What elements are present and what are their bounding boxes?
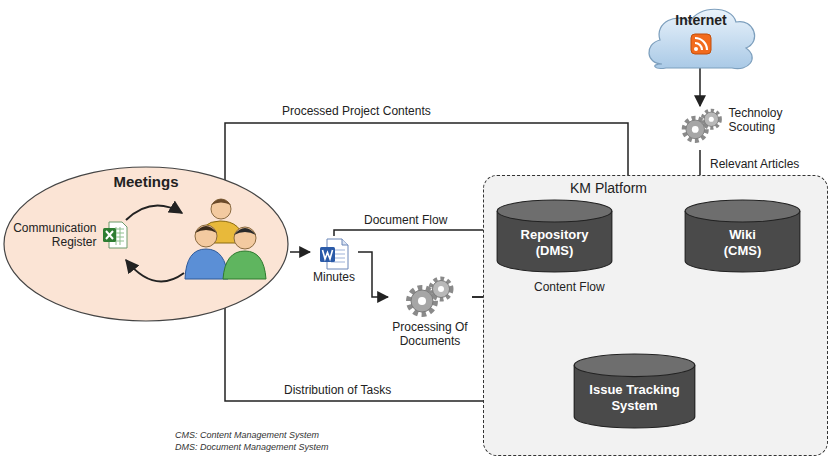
- drawing-part: [691, 34, 711, 54]
- drawing-part: [223, 251, 266, 279]
- drawing-part: [195, 225, 217, 247]
- platform-frame: KM PlatformRepository (DMS) Wiki (CMS) Iss…: [483, 175, 828, 456]
- icon-node: Communication Register: [6, 218, 128, 252]
- edge-label: Content Flow: [532, 280, 607, 294]
- node-label: Processing Of Documents: [388, 320, 472, 349]
- node-label: Issue Tracking System: [583, 382, 687, 413]
- drawing-part: [211, 199, 231, 205]
- drawing-part: [431, 279, 451, 299]
- drawing-part: [574, 354, 695, 377]
- icon-node: Technoloy Scouting: [678, 106, 800, 150]
- drawing-part: [708, 117, 713, 122]
- connector-line: [699, 68, 701, 106]
- drawing-part: [234, 228, 256, 235]
- drawing-part: [185, 249, 228, 279]
- icon-node: Processing Of Documents: [388, 274, 472, 354]
- flow-connector: [700, 68, 701, 106]
- drawing-part: [211, 199, 231, 219]
- drawing-part: [323, 250, 333, 259]
- drawing-part: [649, 9, 755, 68]
- drawing-part: [695, 43, 702, 50]
- drawing-part: [433, 281, 450, 298]
- drawing-part: [103, 228, 116, 242]
- node-label: Meetings: [113, 173, 178, 191]
- node-label: KM Platform: [570, 180, 647, 197]
- database-cylinder: Repository (DMS): [496, 199, 613, 273]
- drawing-part: [185, 199, 266, 279]
- node-label: Communication Register: [7, 221, 97, 250]
- node-label: Wiki (CMS): [712, 227, 774, 258]
- footnote: DMS: Document Management System: [175, 442, 329, 452]
- edge-label: Relevant Articles: [708, 157, 801, 171]
- drawing-part: [704, 112, 718, 126]
- footnote: CMS: Content Management System: [175, 430, 319, 440]
- drawing-part: [702, 111, 719, 128]
- connector-line: [358, 252, 388, 297]
- database-cylinder: Issue Tracking System: [573, 353, 696, 429]
- connector-line: [334, 230, 496, 236]
- node-label: Repository (DMS): [512, 227, 598, 258]
- drawing-part: [695, 38, 707, 50]
- drawing-part: [4, 167, 288, 321]
- edge-label: Distribution of Tasks: [282, 383, 393, 397]
- excel-icon: [102, 221, 128, 249]
- drawing-part: [691, 126, 698, 133]
- drawing-part: [126, 205, 182, 220]
- internet-cloud: Internet: [640, 2, 762, 72]
- node-label: Minutes: [313, 270, 355, 284]
- drawing-part: [497, 200, 612, 222]
- meeting-ellipse: MeetingsCommunication Register: [2, 165, 290, 323]
- edge-label: Document Flow: [362, 213, 449, 227]
- drawing-part: [234, 227, 256, 249]
- drawing-part: [694, 47, 698, 51]
- rss-icon: [690, 33, 712, 55]
- drawing-part: [438, 286, 444, 292]
- node-label: Technoloy Scouting: [729, 106, 799, 135]
- drawing-part: [342, 239, 348, 245]
- flow-connector: [334, 230, 496, 236]
- icon-node: Minutes: [310, 236, 358, 286]
- node-label: Internet: [675, 12, 726, 29]
- drawing-part: [195, 226, 217, 233]
- connector-line: [290, 251, 310, 253]
- drawing-part: [106, 231, 113, 239]
- flow-connector: [358, 252, 388, 297]
- flow-connector: [290, 252, 310, 253]
- gear-icon: [680, 106, 724, 146]
- drawing-part: [685, 200, 800, 222]
- word-icon: [319, 238, 349, 270]
- edge-label: Processed Project Contents: [280, 104, 433, 118]
- drawing-part: [418, 297, 426, 305]
- database-cylinder: Wiki (CMS): [684, 199, 801, 273]
- drawing-part: [126, 260, 184, 281]
- gear-icon: [404, 274, 456, 320]
- drawing-part: [320, 247, 335, 262]
